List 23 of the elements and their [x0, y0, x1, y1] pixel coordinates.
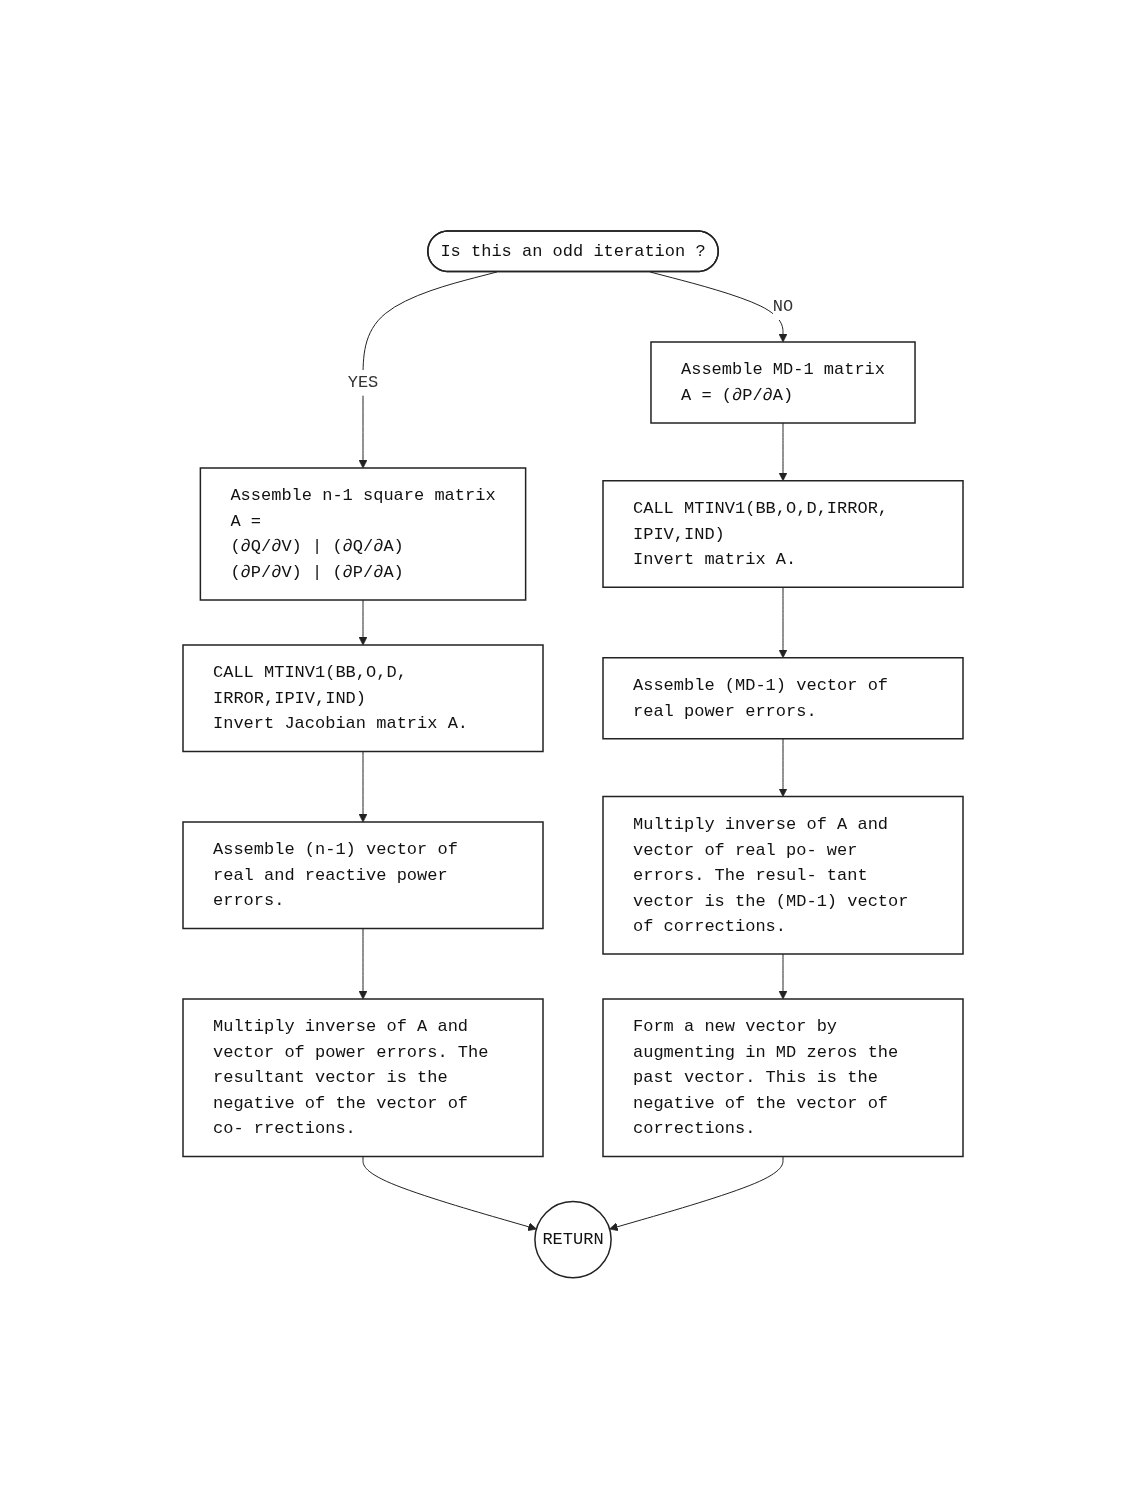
node-box: Multiply inverse of A and vector of real po- wer errors. The resul- tant vector is the (MD-1) vector of corrections. — [601, 795, 964, 955]
node-box: Assemble (n-1) vector of real and reactive power errors. — [181, 821, 544, 930]
node-box: Assemble (MD-1) vector of real power errors. — [601, 657, 964, 740]
edge-label: YES — [347, 372, 378, 392]
arrow — [362, 1156, 537, 1232]
arrow — [778, 586, 787, 659]
node-box: CALL MTINV1(BB,O,D, IRROR,IPIV,IND) Invert Jacobian matrix A. — [181, 644, 544, 753]
edge-label: NO — [772, 297, 793, 317]
node-box: Multiply inverse of A and vector of power errors. The resultant vector is the negative of the vector of co- rrections. — [181, 998, 544, 1158]
arrow — [358, 271, 497, 469]
arrow — [358, 928, 367, 1000]
node-box: Assemble n-1 square matrix A = (∂Q/∂V) | (∂Q/∂A) (∂P/∂V) | (∂P/∂A) — [199, 467, 526, 601]
arrow — [649, 271, 787, 343]
arrow — [778, 738, 787, 798]
arrow — [778, 953, 787, 1000]
arrow — [608, 1156, 783, 1232]
node-box: Assemble MD-1 matrix A = (∂P/∂A) — [649, 341, 916, 424]
arrow — [778, 422, 787, 482]
node-box: Form a new vector by augmenting in MD zeros the past vector. This is the negative of the vector of corrections. — [601, 998, 964, 1158]
arrow — [358, 599, 367, 646]
node-box: CALL MTINV1(BB,O,D,IRROR, IPIV,IND) Invert matrix A. — [601, 480, 964, 589]
arrow — [358, 751, 367, 823]
node-circle: RETURN — [533, 1200, 612, 1279]
